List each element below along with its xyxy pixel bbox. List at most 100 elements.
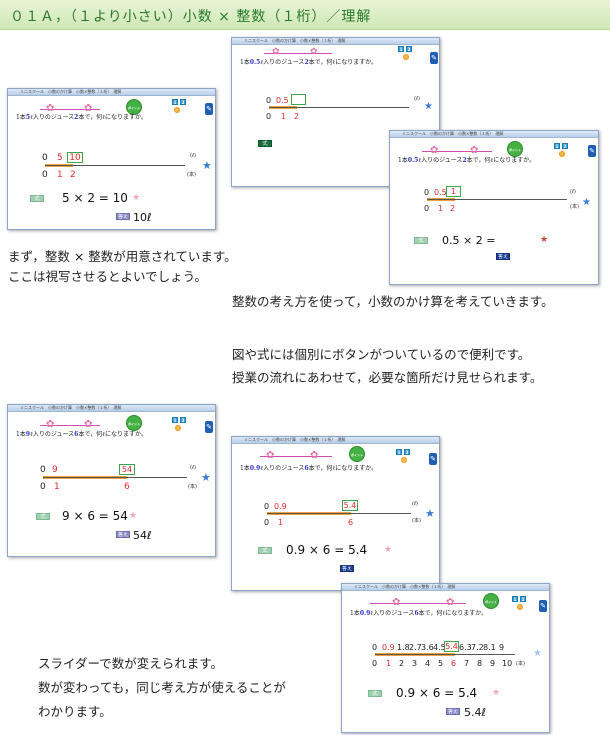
star-icon[interactable]: ★ [492,688,501,698]
pen-button[interactable]: ✎ [429,453,437,465]
control-button-1[interactable]: 1 [172,99,178,105]
flower-icon: ✿ [84,103,93,114]
bottom-label: 3 [412,659,418,668]
control-dot[interactable] [559,151,565,157]
control-dot[interactable] [517,604,523,610]
star-icon[interactable]: ★ [540,235,549,245]
formula-button[interactable]: 式 [258,140,272,147]
juice-line [40,425,100,426]
pen-button[interactable]: ✎ [539,600,547,612]
top-value-label: 1.8 [397,643,410,652]
bottom-label-2: 2 [294,112,300,121]
control-button-2[interactable]: 2 [520,596,526,602]
result-box: 5.4 [342,500,358,511]
control-button-2[interactable]: 2 [406,46,412,52]
star-icon[interactable]: ★ [384,545,393,555]
control-button-1[interactable]: 1 [172,417,178,423]
flower-icon: ✿ [430,145,439,156]
control-button-2[interactable]: 2 [180,99,186,105]
window-titlebar: ミニスクール 小数のかけ算 小数×整数（１桁） 理解 [8,89,215,96]
point-badge[interactable]: ポイント [507,141,523,157]
control-dot[interactable] [174,107,180,113]
bottom-zero-label: 0 [266,112,272,121]
answer-button[interactable]: 答え [116,213,130,220]
window-titlebar: ミニスクール 小数のかけ算 小数×整数（１桁） 理解 [342,584,549,591]
star-icon[interactable]: ★ [202,159,212,172]
liter-unit: (ℓ) [190,153,196,159]
number-line [43,477,187,478]
number-line [269,107,409,108]
bottom-label: 2 [399,659,405,668]
window-titlebar: ミニスクール 小数のかけ算 小数×整数（１桁） 理解 [390,131,598,138]
bottom-label: 5 [438,659,444,668]
top-value-label: 7.2 [471,643,484,652]
bottom-label: 9 [490,659,496,668]
number-line [267,513,411,514]
star-icon[interactable]: ★ [582,197,591,208]
explanation-2: 整数の考え方を使って，小数のかけ算を考えていきます。 [232,294,554,309]
control-button-1[interactable]: 1 [398,46,404,52]
top-value-label: 4.5 [433,643,446,652]
control-dot[interactable] [403,54,409,60]
control-button-1[interactable]: 1 [512,596,518,602]
formula-button[interactable]: 式 [36,513,50,520]
number-line [45,165,185,166]
point-badge[interactable]: ポイント [126,415,142,431]
bottom-label: 4 [425,659,431,668]
point-badge[interactable]: ポイント [483,593,499,609]
star-icon[interactable]: ★ [132,193,141,203]
window-titlebar: ミニスクール 小数のかけ算 小数×整数（１桁） 理解 [232,437,439,444]
top-zero-label: 0 [42,153,48,163]
bottom-zero-label: 0 [42,170,48,180]
control-button-2[interactable]: 2 [180,417,186,423]
formula-button[interactable]: 式 [30,195,44,202]
pen-button[interactable]: ✎ [205,421,213,433]
bottle-unit: (本) [570,204,579,210]
top-value-label: 2.7 [409,643,422,652]
answer-text: 10ℓ [133,211,152,224]
control-button-1[interactable]: 1 [554,143,560,149]
control-button-2[interactable]: 2 [404,449,410,455]
pen-button[interactable]: ✎ [588,145,596,157]
top-zero-label: 0 [372,643,378,652]
star-icon[interactable]: ★ [533,648,542,659]
top-zero-label: 0 [264,502,270,511]
answer-text: 5.4ℓ [464,706,487,719]
answer-button[interactable]: 答え [496,253,510,260]
pen-button[interactable]: ✎ [430,52,438,64]
star-icon[interactable]: ★ [425,507,435,520]
top-value-label: 6.3 [459,643,472,652]
window-title: ミニスクール 小数のかけ算 小数×整数（１桁） 理解 [402,131,504,136]
control-dot[interactable] [175,425,181,431]
answer-button[interactable]: 答え [446,708,460,715]
explanation-4: スライダーで数が変えられます。 数が変わっても，同じ考え方が使えることが わかり… [38,656,286,719]
star-icon[interactable]: ★ [201,471,211,484]
point-badge[interactable]: ポイント [349,446,365,462]
window-body: ✿ ✿ ポイント 1 2 ✎ 1本9ℓ入りのジュース6本で，何ℓになりますか。 … [12,413,213,552]
formula-button[interactable]: 式 [258,547,272,554]
bottom-label-2: 2 [70,170,76,180]
window-titlebar: ミニスクール 小数のかけ算 小数×整数（１桁） 理解 [232,38,439,45]
top-value-label: 8.1 [483,643,496,652]
page-title: ０１Ａ，（１より小さい）小数 × 整数（１桁）／理解 [10,9,372,25]
star-icon[interactable]: ★ [129,511,138,521]
star-icon[interactable]: ★ [424,101,433,112]
formula-button[interactable]: 式 [368,690,382,697]
pen-button[interactable]: ✎ [205,103,213,115]
flower-icon: ✿ [266,450,275,461]
point-badge[interactable]: ポイント [126,99,142,115]
bottom-label: 8 [477,659,483,668]
juice-line [40,109,100,110]
window-title: ミニスクール 小数のかけ算 小数×整数（１桁） 理解 [354,584,456,589]
control-dot[interactable] [401,457,407,463]
screenshot-window-5: ミニスクール 小数のかけ算 小数×整数（１桁） 理解 ✿ ✿ ポイント 1 2 … [231,436,440,591]
bottom-label-1: 1 [438,204,444,213]
formula-button[interactable]: 式 [414,237,428,244]
flower-icon: ✿ [84,419,93,430]
control-button-1[interactable]: 1 [396,449,402,455]
bottom-label: 1 [386,659,392,668]
answer-button[interactable]: 答え [340,565,354,572]
result-box: 10 [67,152,83,163]
answer-button[interactable]: 答え [116,531,130,538]
control-button-2[interactable]: 2 [562,143,568,149]
